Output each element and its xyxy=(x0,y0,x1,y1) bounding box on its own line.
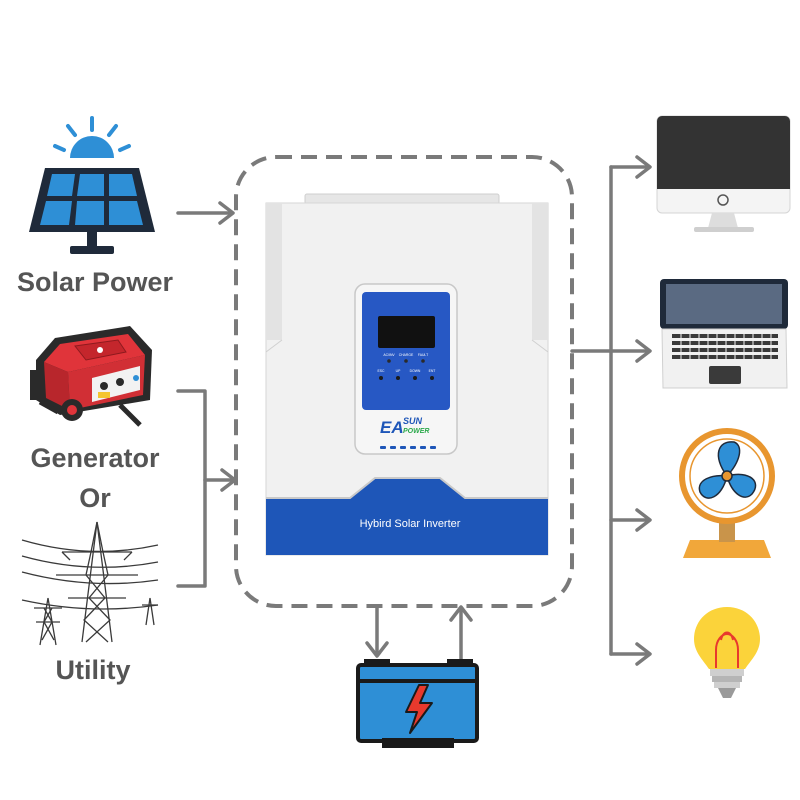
button-label: UP xyxy=(396,369,401,373)
input-connectors xyxy=(176,201,237,588)
indicator-light-icon xyxy=(421,359,425,363)
indicator-label: CHARGE xyxy=(399,353,414,357)
button-label: ESC xyxy=(378,369,386,373)
panel-button-icon xyxy=(396,376,400,380)
light-bulb-icon xyxy=(694,607,760,698)
button-label: ENT xyxy=(429,369,436,373)
solar-panel-icon xyxy=(29,116,155,254)
indicator-light-icon xyxy=(387,359,391,363)
lcd-display xyxy=(378,316,435,348)
panel-button-icon xyxy=(430,376,434,380)
easun-power-logo: EA SUN POWER xyxy=(380,416,429,437)
laptop-icon xyxy=(660,279,788,389)
or-label: Or xyxy=(79,483,111,513)
electric-fan-icon xyxy=(679,428,775,558)
svg-text:POWER: POWER xyxy=(403,428,429,435)
inverter-product-label: Hybird Solar Inverter xyxy=(360,518,461,530)
utility-label: Utility xyxy=(55,655,130,685)
indicator-label: FAULT xyxy=(418,353,428,357)
panel-button-icon xyxy=(379,376,383,380)
panel-button-icon xyxy=(413,376,417,380)
power-tower-icon xyxy=(21,521,159,646)
button-label: DOWN xyxy=(410,369,421,373)
battery-icon xyxy=(356,659,479,748)
desktop-monitor-icon xyxy=(656,115,791,232)
svg-text:SUN: SUN xyxy=(403,416,423,426)
solar-power-label: Solar Power xyxy=(17,267,174,297)
battery-connectors xyxy=(365,604,473,662)
output-connectors xyxy=(570,155,652,666)
system-boundary xyxy=(234,155,574,608)
indicator-light-icon xyxy=(404,359,408,363)
generator-label: Generator xyxy=(30,443,160,473)
indicator-label: AC/INV xyxy=(383,353,395,357)
svg-text:EA: EA xyxy=(380,418,404,437)
inverter-unit: Hybird Solar Inverter AC/INV CHARGE FAUL… xyxy=(265,193,549,556)
generator-icon xyxy=(30,326,152,427)
